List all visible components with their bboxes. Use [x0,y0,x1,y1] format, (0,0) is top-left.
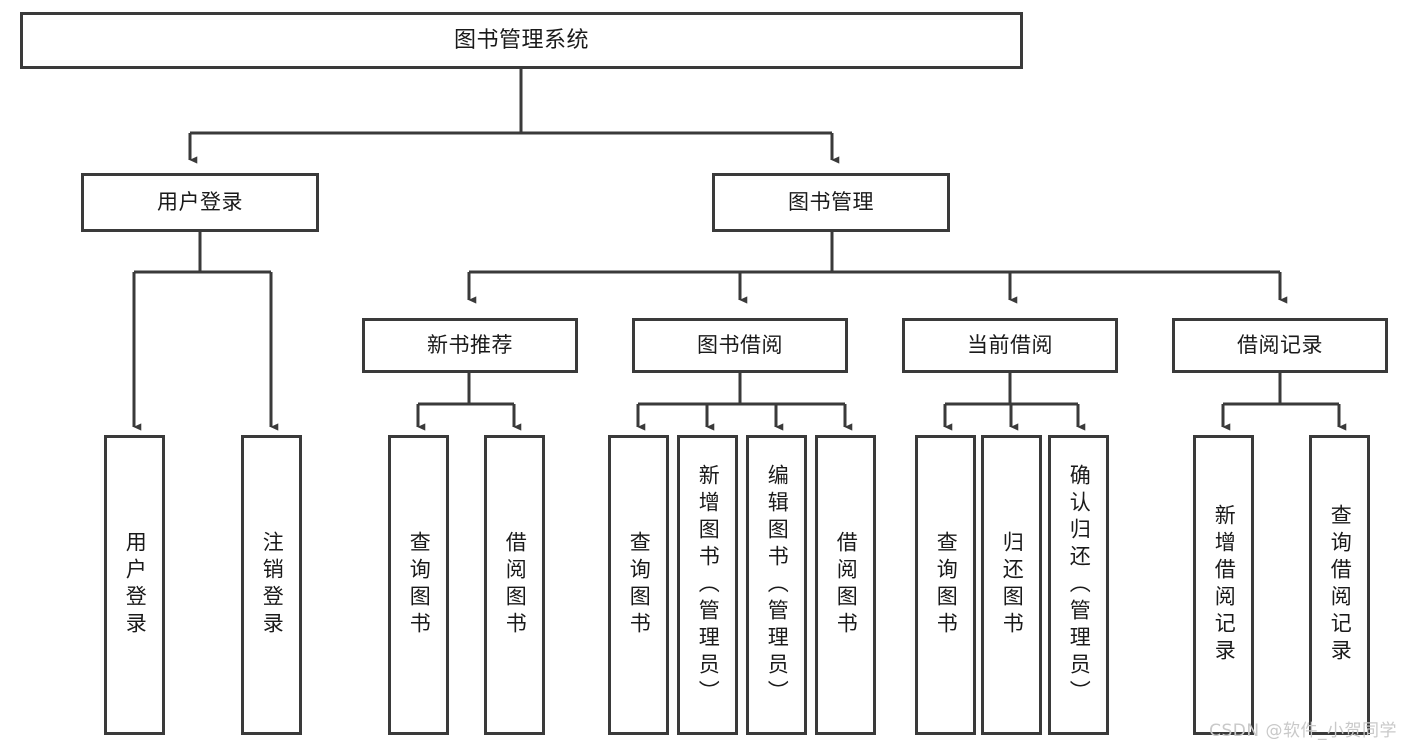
node-new-book-rec-label: 新书推荐 [427,333,513,358]
node-leaf-confirm-return[interactable]: 确认归还（管理员） [1048,435,1109,735]
watermark: CSDN @软件_小贺同学 [1209,721,1397,741]
node-leaf-query-book-1-label: 查询图书 [407,531,432,639]
node-leaf-confirm-return-label: 确认归还（管理员） [1067,463,1092,707]
node-leaf-user-logout-label: 注销登录 [260,531,285,639]
node-book-mgmt[interactable]: 图书管理 [712,173,950,232]
node-leaf-query-record[interactable]: 查询借阅记录 [1309,435,1370,735]
node-leaf-add-record-label: 新增借阅记录 [1212,504,1237,666]
node-leaf-user-login-label: 用户登录 [123,531,148,639]
node-current-borrow[interactable]: 当前借阅 [902,318,1118,373]
node-leaf-add-book[interactable]: 新增图书（管理员） [677,435,738,735]
node-leaf-user-logout[interactable]: 注销登录 [241,435,302,735]
node-leaf-return-book-label: 归还图书 [1000,531,1025,639]
node-leaf-add-record[interactable]: 新增借阅记录 [1193,435,1254,735]
node-leaf-query-record-label: 查询借阅记录 [1328,504,1353,666]
node-new-book-rec[interactable]: 新书推荐 [362,318,578,373]
node-leaf-query-book-3[interactable]: 查询图书 [915,435,976,735]
node-leaf-user-login[interactable]: 用户登录 [104,435,165,735]
node-leaf-edit-book[interactable]: 编辑图书（管理员） [746,435,807,735]
node-leaf-return-book[interactable]: 归还图书 [981,435,1042,735]
node-leaf-query-book-2[interactable]: 查询图书 [608,435,669,735]
node-borrow-record-label: 借阅记录 [1237,333,1323,358]
node-user-login[interactable]: 用户登录 [81,173,319,232]
node-user-login-label: 用户登录 [157,190,243,215]
node-leaf-borrow-book-1-label: 借阅图书 [503,531,528,639]
node-leaf-query-book-2-label: 查询图书 [627,531,652,639]
node-leaf-query-book-3-label: 查询图书 [934,531,959,639]
node-leaf-edit-book-label: 编辑图书（管理员） [765,463,790,707]
node-leaf-borrow-book-2-label: 借阅图书 [834,531,859,639]
node-leaf-query-book-1[interactable]: 查询图书 [388,435,449,735]
node-root[interactable]: 图书管理系统 [20,12,1023,69]
node-book-borrow[interactable]: 图书借阅 [632,318,848,373]
node-leaf-borrow-book-2[interactable]: 借阅图书 [815,435,876,735]
node-leaf-add-book-label: 新增图书（管理员） [696,463,721,707]
node-root-label: 图书管理系统 [453,27,589,53]
node-borrow-record[interactable]: 借阅记录 [1172,318,1388,373]
node-book-mgmt-label: 图书管理 [788,190,874,215]
node-leaf-borrow-book-1[interactable]: 借阅图书 [484,435,545,735]
node-current-borrow-label: 当前借阅 [967,333,1053,358]
node-book-borrow-label: 图书借阅 [697,333,783,358]
